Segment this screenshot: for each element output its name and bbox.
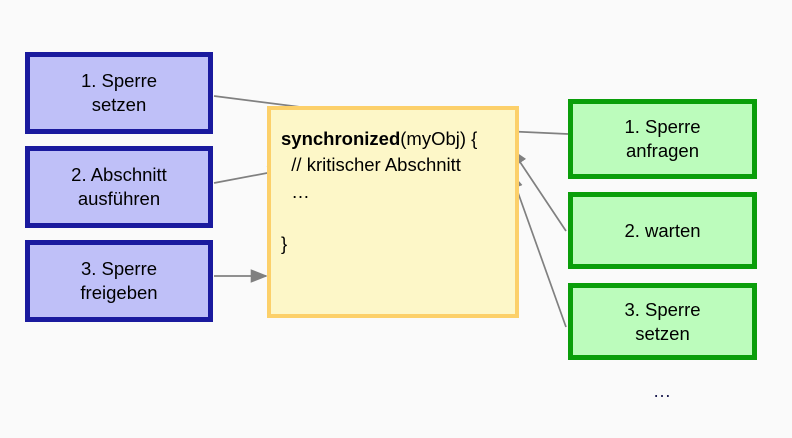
- thread-step-3[interactable]: 3. Sperre freigeben: [25, 240, 213, 322]
- lock-step-2-line1: 2. warten: [624, 219, 701, 241]
- code-line-2: // kritischer Abschnitt: [281, 154, 461, 176]
- thread-step-2-text: 2. Abschnitt ausführen: [71, 163, 167, 210]
- thread-step-3-text: 3. Sperre freigeben: [80, 257, 157, 304]
- lock-step-3[interactable]: 3. Sperre setzen: [568, 283, 757, 360]
- code-line-5: }: [281, 233, 288, 255]
- lock-step-3-line2: setzen: [635, 322, 690, 344]
- thread-step-3-line1: 3. Sperre: [80, 258, 158, 280]
- arrow-wait-to-synchronized: [511, 148, 567, 232]
- thread-step-3-line2: freigeben: [80, 282, 158, 303]
- lock-step-1-text: 1. Sperre anfragen: [624, 115, 700, 162]
- thread-step-2-line2: ausführen: [77, 188, 161, 209]
- thread-step-1-line1: 1. Sperre: [80, 70, 158, 92]
- code-line-3: …: [281, 180, 310, 202]
- lock-step-1[interactable]: 1. Sperre anfragen: [568, 99, 757, 179]
- thread-step-2-line1: 2. Abschnitt: [71, 164, 167, 186]
- code-line-1-rest: (myObj) {: [400, 128, 478, 149]
- code-line-1: synchronized(myObj) {: [281, 126, 515, 152]
- lock-steps-continuation: …: [652, 380, 673, 401]
- lock-step-1-line1: 1. Sperre: [624, 116, 701, 138]
- lock-step-2[interactable]: 2. warten: [568, 192, 757, 269]
- arrow-lock-set-to-synchronized: [509, 171, 567, 328]
- lock-step-3-line1: 3. Sperre: [624, 298, 701, 320]
- thread-step-1-text: 1. Sperre setzen: [81, 69, 157, 116]
- thread-step-1[interactable]: 1. Sperre setzen: [25, 52, 213, 134]
- code-line-4: [281, 205, 515, 231]
- lock-step-3-text: 3. Sperre setzen: [624, 298, 700, 345]
- lock-step-1-line2: anfragen: [625, 140, 700, 161]
- lock-step-2-text: 2. warten: [624, 219, 700, 243]
- thread-step-2[interactable]: 2. Abschnitt ausführen: [25, 146, 213, 228]
- thread-step-1-line2: setzen: [91, 94, 147, 115]
- keyword-synchronized: synchronized: [281, 128, 401, 149]
- synchronized-code-block: synchronized(myObj) { // kritischer Absc…: [267, 106, 519, 318]
